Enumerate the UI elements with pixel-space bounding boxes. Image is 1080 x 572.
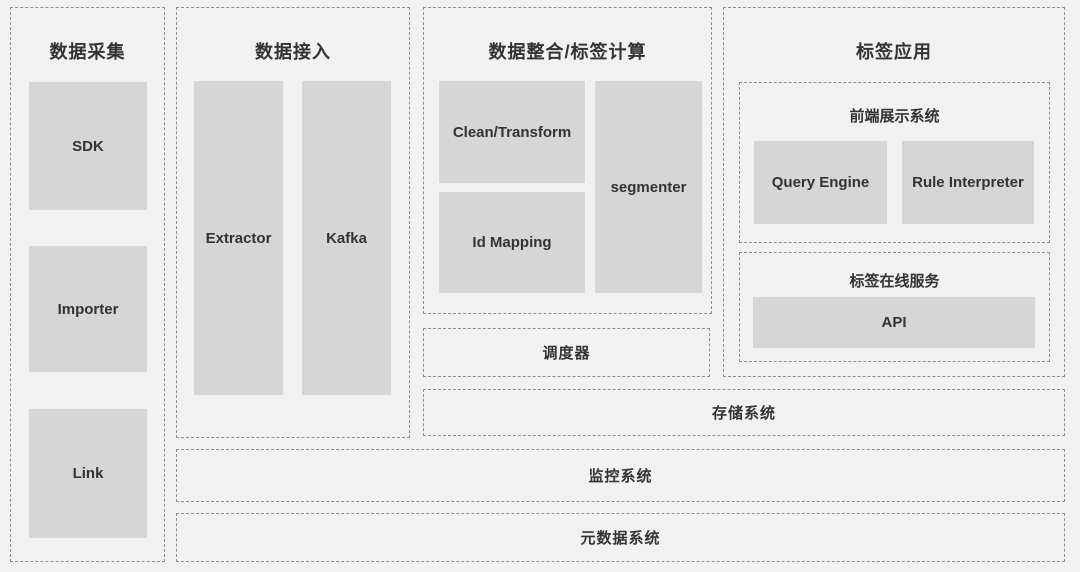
box-link-label: Link	[72, 465, 104, 482]
box-segmenter-label: segmenter	[610, 178, 687, 196]
box-kafka-label: Kafka	[326, 229, 367, 247]
bar-storage-system-label: 存储系统	[711, 405, 776, 422]
box-link: Link	[29, 409, 147, 538]
section-tag-application-title: 标签应用	[856, 42, 932, 62]
bar-storage-system: 存储系统	[423, 389, 1065, 436]
box-query-engine-label: Query Engine	[771, 174, 870, 191]
box-rule-interpreter-label: Rule Interpreter	[912, 174, 1024, 191]
bar-metadata-system-label: 元数据系统	[580, 530, 661, 547]
box-api-label: API	[881, 314, 907, 331]
bar-metadata-system: 元数据系统	[176, 513, 1065, 562]
subsection-frontend-display-title: 前端展示系统	[849, 108, 940, 125]
box-clean-transform: Clean/Transform	[439, 81, 585, 183]
box-api: API	[753, 297, 1035, 348]
box-extractor: Extractor	[194, 81, 283, 395]
box-id-mapping-label: Id Mapping	[472, 234, 552, 251]
box-segmenter: segmenter	[595, 81, 702, 293]
box-sdk-label: SDK	[72, 137, 104, 155]
box-id-mapping: Id Mapping	[439, 192, 585, 293]
section-data-collection-title: 数据采集	[49, 42, 126, 62]
box-importer: Importer	[29, 246, 147, 372]
section-data-ingestion-title: 数据接入	[255, 42, 331, 62]
bar-monitoring-system-label: 监控系统	[588, 468, 653, 485]
section-data-integration-title: 数据整合/标签计算	[488, 42, 647, 62]
box-extractor-label: Extractor	[205, 229, 272, 247]
box-importer-label: Importer	[57, 300, 119, 318]
box-kafka: Kafka	[302, 81, 391, 395]
box-rule-interpreter: Rule Interpreter	[902, 141, 1034, 224]
bar-scheduler-label: 调度器	[542, 345, 591, 362]
box-clean-transform-label: Clean/Transform	[452, 123, 572, 141]
subsection-tag-online-service-title: 标签在线服务	[849, 273, 940, 290]
box-query-engine: Query Engine	[754, 141, 887, 224]
bar-monitoring-system: 监控系统	[176, 449, 1065, 502]
bar-scheduler: 调度器	[423, 328, 710, 377]
box-sdk: SDK	[29, 82, 147, 210]
